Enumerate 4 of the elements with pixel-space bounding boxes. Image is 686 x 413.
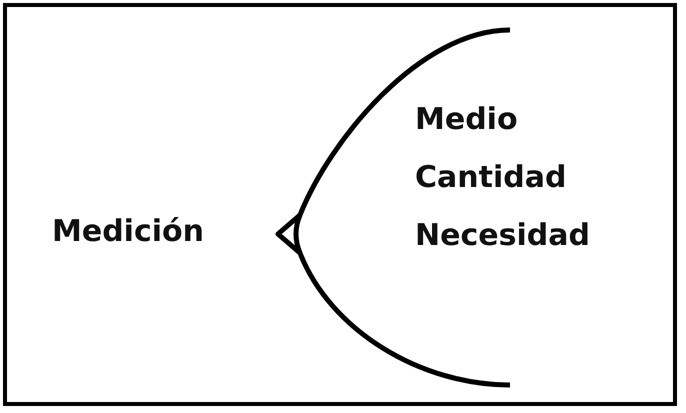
item-label: Medio [415, 102, 518, 138]
topic-label: Medición [52, 214, 204, 250]
item-label: Necesidad [415, 218, 590, 254]
item-label: Cantidad [415, 160, 566, 196]
